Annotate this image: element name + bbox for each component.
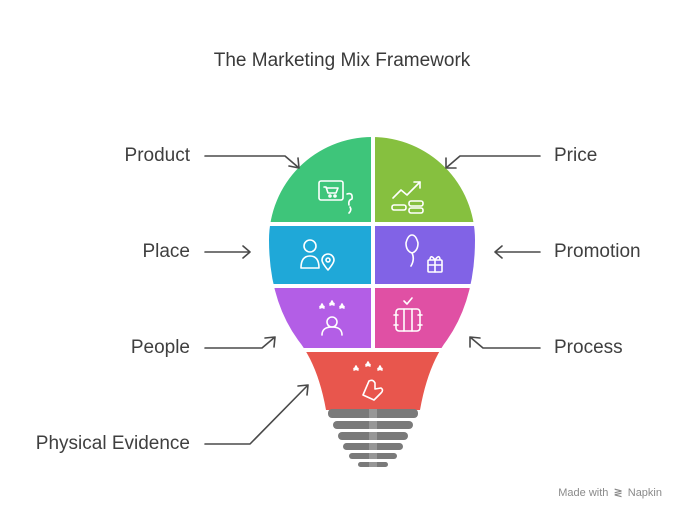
- arrow-physical-evidence: [204, 384, 309, 445]
- label-physical-evidence: Physical Evidence: [35, 433, 190, 454]
- napkin-logo-icon: ≷: [613, 487, 623, 499]
- label-place: Place: [142, 241, 190, 262]
- arrow-promotion: [494, 245, 541, 259]
- stars-hand-icon: [353, 361, 384, 401]
- label-price: Price: [554, 145, 598, 166]
- arrow-people: [204, 336, 276, 349]
- credit-brand: Napkin: [627, 487, 662, 499]
- label-promotion: Promotion: [554, 241, 641, 262]
- segment-physical-evidence: [269, 352, 475, 410]
- segment-promotion: [375, 226, 475, 284]
- person-stars-icon: [319, 300, 345, 336]
- arrow-price: [445, 155, 541, 169]
- person-location-icon: [300, 239, 335, 271]
- segment-place: [269, 226, 371, 284]
- diagram-title: The Marketing Mix Framework: [213, 50, 471, 71]
- arrow-place: [204, 245, 251, 259]
- segment-people: [269, 288, 371, 348]
- process-columns-icon: [393, 297, 423, 332]
- bulb-base: [328, 409, 418, 469]
- credit-prefix: Made with: [558, 487, 609, 499]
- credit: Made with ≷ Napkin: [558, 486, 662, 499]
- label-product: Product: [124, 145, 190, 166]
- segment-process: [375, 288, 475, 348]
- arrow-product: [204, 155, 300, 169]
- balloon-gift-icon: [405, 234, 443, 273]
- segment-product: [269, 137, 371, 222]
- growth-chart-coins-icon: [391, 181, 424, 214]
- shopping-cart-icon: [318, 180, 353, 214]
- label-people: People: [130, 337, 190, 358]
- label-process: Process: [554, 337, 623, 358]
- arrow-process: [469, 336, 541, 349]
